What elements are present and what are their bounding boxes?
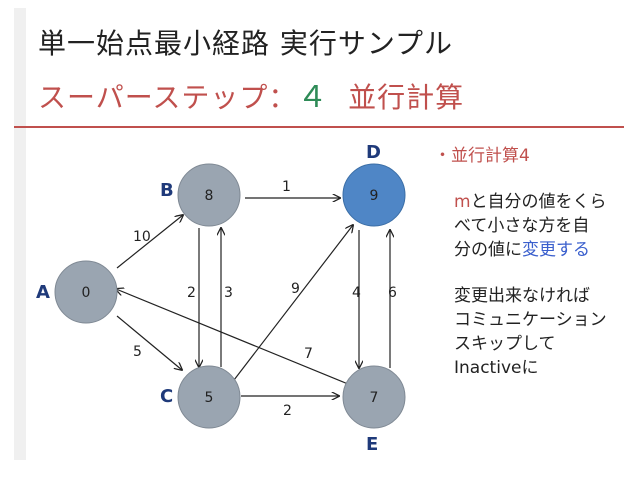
weight-c-d: 9	[291, 281, 300, 297]
note-line-5: コミュニケーション	[454, 310, 607, 330]
note-line-6: スキップして	[454, 334, 556, 354]
edge-a-c	[116, 315, 182, 370]
slide-title: 単一始点最小経路 実行サンプル	[38, 27, 454, 60]
node-e-value: 7	[370, 390, 379, 406]
weight-e-d: 6	[388, 285, 397, 301]
note-line-3: 分の値に変更する	[434, 238, 638, 262]
note-line-4: 変更出来なければ	[454, 286, 590, 306]
weight-b-c: 2	[187, 285, 196, 301]
note-line-3-prefix: 分の値に	[454, 240, 522, 260]
slide-subtitle: スーパーステップ：４ 並行計算	[38, 72, 464, 116]
weight-a-c: 5	[133, 344, 142, 360]
node-c-letter: C	[160, 386, 173, 407]
note-line-1: mと自分の値をくら	[434, 190, 638, 214]
node-a-letter: A	[36, 282, 50, 303]
edge-e-a	[116, 289, 349, 385]
node-c-value: 5	[205, 390, 214, 406]
title-divider	[14, 126, 624, 128]
node-a	[54, 260, 118, 324]
subtitle-suffix: 並行計算	[348, 81, 465, 114]
node-b-letter: B	[160, 180, 174, 201]
weight-e-a: 7	[304, 346, 313, 362]
node-b	[177, 163, 241, 227]
node-d-letter: D	[366, 142, 381, 163]
node-d-value: 9	[370, 188, 379, 204]
notes-heading: ・並行計算4	[434, 144, 638, 168]
edge-c-d	[233, 225, 353, 381]
note-m: m	[454, 192, 471, 212]
edge-a-b	[116, 215, 183, 269]
node-a-value: 0	[82, 285, 91, 301]
weight-b-d: 1	[282, 179, 291, 195]
weight-d-e: 4	[352, 285, 361, 301]
superstep-number: ４	[297, 80, 329, 115]
note-line-7: Inactiveに	[454, 358, 539, 378]
weight-c-e: 2	[283, 403, 292, 419]
weight-a-b: 10	[133, 229, 151, 245]
subtitle-prefix: スーパーステップ：	[38, 81, 298, 114]
note-line-2: べて小さな方を自	[454, 216, 590, 236]
note-line-3-highlight: 変更する	[522, 240, 590, 260]
node-d	[342, 163, 406, 227]
node-e	[342, 365, 406, 429]
weight-c-b: 3	[224, 285, 233, 301]
notes-panel: ・並行計算4 mと自分の値をくら べて小さな方を自 分の値に変更する 変更出来な…	[434, 144, 638, 380]
notes-heading-text: 並行計算4	[451, 146, 530, 166]
node-c	[177, 365, 241, 429]
note-line-1-text: と自分の値をくら	[470, 192, 607, 212]
left-decor-bar	[14, 8, 26, 460]
node-e-letter: E	[366, 434, 378, 455]
node-b-value: 8	[205, 188, 214, 204]
bullet-mark: ・	[434, 146, 451, 166]
